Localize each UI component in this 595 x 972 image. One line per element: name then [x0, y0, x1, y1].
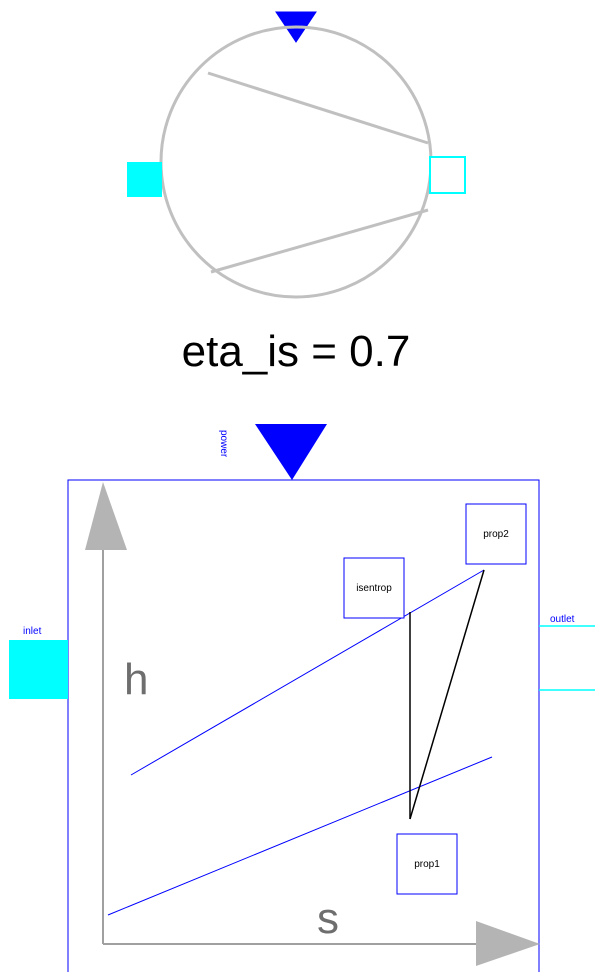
diagram-frame [67, 479, 540, 972]
state-box-prop2-label: prop2 [483, 529, 509, 540]
turbine-blade-line-lower [210, 208, 429, 274]
y-axis-arrow-icon [85, 482, 127, 550]
state-box-prop1-label: prop1 [414, 859, 440, 870]
inlet-connector-icon[interactable] [9, 640, 68, 699]
outlet-connector-label: outlet [550, 614, 575, 625]
power-connector-icon[interactable] [255, 424, 327, 480]
state-box-isentrop[interactable]: isentrop [343, 557, 405, 619]
state-box-isentrop-label: isentrop [356, 583, 392, 594]
real-process-line [409, 569, 485, 820]
diagram-layer: power inlet outlet h s isentrop prop2 [9, 424, 595, 972]
state-box-prop2[interactable]: prop2 [465, 503, 527, 565]
turbine-blade-line-upper [207, 71, 429, 145]
eta-is-label: eta_is = 0.7 [182, 327, 411, 376]
isobar-line-high [130, 569, 485, 776]
outlet-port-icon[interactable] [429, 156, 466, 194]
isobar-line-low [107, 756, 493, 916]
component-icon: eta_is = 0.7 [127, 11, 466, 376]
x-axis-arrow-icon [476, 921, 540, 966]
x-axis-label: s [317, 894, 339, 943]
inlet-connector-label: inlet [23, 626, 42, 637]
y-axis-label: h [124, 655, 148, 704]
state-box-prop1[interactable]: prop1 [396, 833, 458, 895]
power-connector-label: power [218, 430, 229, 458]
turbine-casing-circle [159, 25, 433, 299]
inlet-port-icon[interactable] [127, 162, 162, 197]
